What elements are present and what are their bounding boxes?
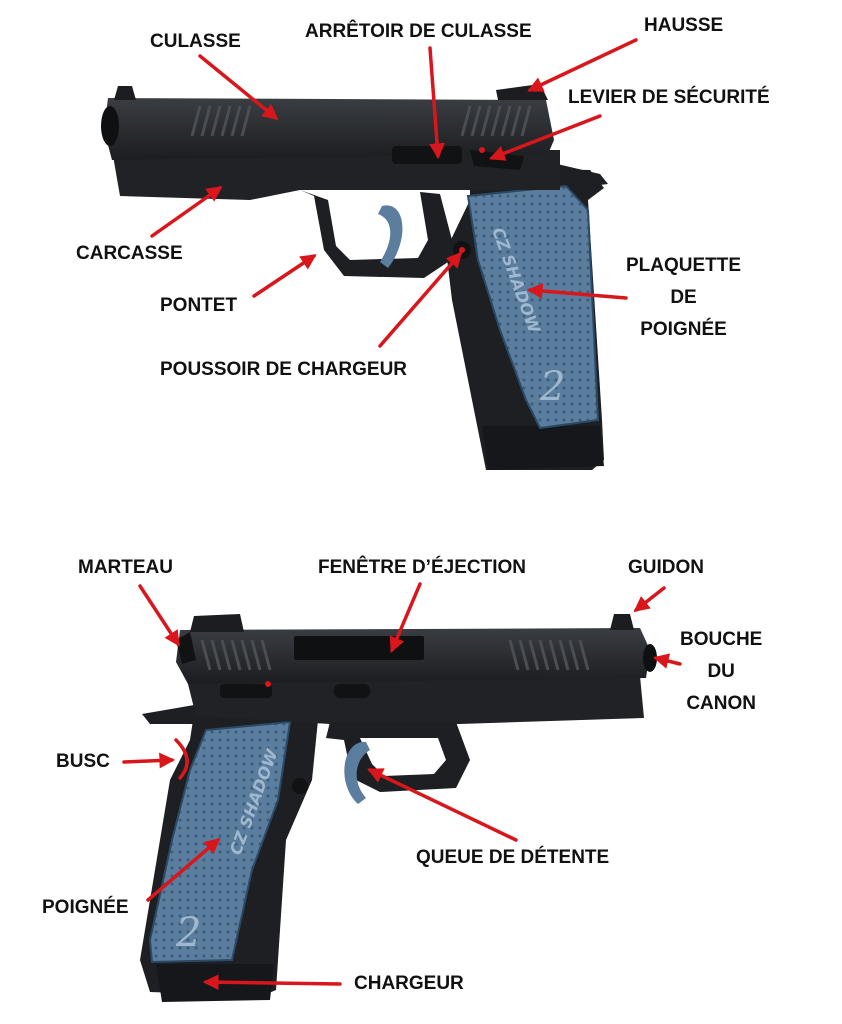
label-plaquette-de-poignee: PLAQUETTE DE POIGNÉE xyxy=(626,250,741,346)
bottom-rear-sight xyxy=(190,614,244,632)
top-slide xyxy=(104,98,554,160)
label-busc: BUSC xyxy=(56,751,110,772)
label-carcasse: CARCASSE xyxy=(76,243,183,264)
top-slide-serrations xyxy=(190,105,532,137)
label-plaquette-line3: POIGNÉE xyxy=(640,319,727,340)
label-queue-de-detente: QUEUE DE DÉTENTE xyxy=(416,847,610,868)
bottom-safety-dot xyxy=(265,681,271,687)
bottom-safety-lever xyxy=(220,684,272,698)
label-chargeur: CHARGEUR xyxy=(354,973,464,994)
label-culasse: CULASSE xyxy=(150,31,241,52)
arrow-plaquette xyxy=(526,283,628,300)
busc-arc xyxy=(174,738,189,780)
bottom-frame xyxy=(186,676,644,724)
top-trigger-guard xyxy=(300,190,452,278)
label-bouche-line3: CANON xyxy=(686,693,756,714)
label-plaquette-line1: PLAQUETTE xyxy=(626,255,742,276)
label-bouche-line2: DU xyxy=(707,661,735,682)
arrow-pontet xyxy=(252,254,317,298)
arrow-guidon xyxy=(633,586,666,612)
top-slide-stop xyxy=(392,146,462,164)
top-magazine-base xyxy=(482,426,604,470)
bottom-magazine-release xyxy=(292,778,308,794)
arrow-levier xyxy=(489,114,602,161)
top-magazine-release-dot xyxy=(459,247,465,253)
label-plaquette-line2: DE xyxy=(670,287,697,308)
arrow-busc xyxy=(122,752,176,769)
label-poignee: POIGNÉE xyxy=(42,897,129,918)
arrow-queue xyxy=(367,768,518,842)
arrow-hausse xyxy=(527,38,638,92)
top-front-sight xyxy=(114,86,136,100)
arrow-culasse xyxy=(198,54,279,120)
label-hausse: HAUSSE xyxy=(644,15,724,36)
label-levier-de-securite: LEVIER DE SÉCURITÉ xyxy=(568,87,770,108)
bottom-trigger-guard xyxy=(326,722,470,792)
arrow-poignee xyxy=(146,837,221,902)
top-safety-dot xyxy=(479,147,485,153)
arrow-chargeur xyxy=(202,974,342,991)
label-fenetre-d-ejection: FENÊTRE D’ÉJECTION xyxy=(318,557,526,578)
arrow-fenetre xyxy=(389,582,422,653)
label-marteau: MARTEAU xyxy=(78,557,173,578)
top-grip-panel xyxy=(466,184,600,430)
label-poussoir-de-chargeur: POUSSOIR DE CHARGEUR xyxy=(160,359,408,380)
label-bouche-du-canon: BOUCHE DU CANON xyxy=(680,624,762,720)
arrow-bouche xyxy=(652,653,682,669)
label-bouche-line1: BOUCHE xyxy=(680,629,763,650)
arrow-carcasse xyxy=(150,186,223,238)
annotation-arrows xyxy=(122,38,682,991)
top-pistol: CZ SHADOW 2 xyxy=(101,84,608,470)
bottom-trigger xyxy=(344,741,370,804)
top-grip-logo-text: 2 xyxy=(539,364,565,410)
top-trigger xyxy=(378,205,403,268)
label-pontet: PONTET xyxy=(160,295,238,316)
label-guidon: GUIDON xyxy=(628,557,704,578)
top-muzzle xyxy=(101,106,119,146)
arrow-poussoir xyxy=(378,251,463,348)
arrow-marteau xyxy=(138,584,180,647)
bottom-slide-serrations xyxy=(200,639,590,671)
bottom-front-sight xyxy=(610,614,634,630)
bottom-hammer xyxy=(176,632,196,664)
arrow-arretoir xyxy=(428,46,445,160)
bottom-pistol: CZ SHADOW 2 xyxy=(140,614,657,1002)
bottom-ejection-port xyxy=(294,636,424,660)
bottom-grip-logo-text: 2 xyxy=(175,910,201,956)
bottom-slide-stop xyxy=(334,684,370,698)
label-arretoir-de-culasse: ARRÊTOIR DE CULASSE xyxy=(305,21,532,42)
